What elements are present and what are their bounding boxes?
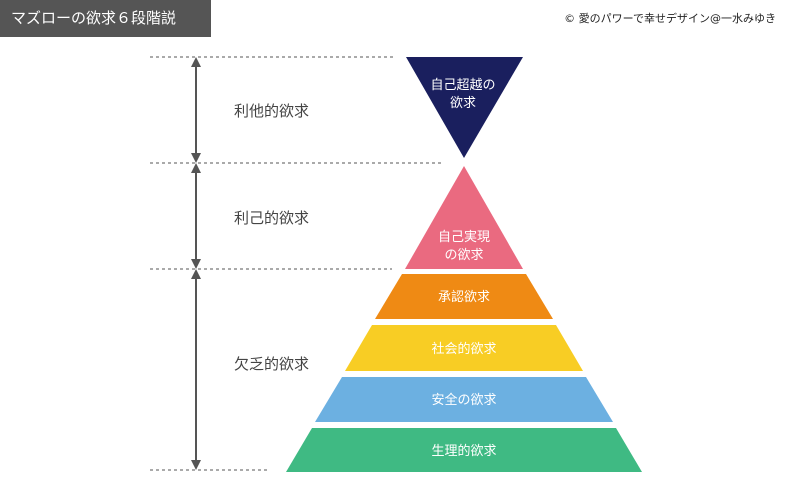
layer-label-social: 社会的欲求 — [431, 341, 496, 357]
layer-safety — [315, 377, 613, 422]
layer-label-esteem: 承認欲求 — [438, 289, 490, 305]
group-label-deficiency: 欠乏的欲求 — [234, 355, 309, 373]
layer-label-self-actualization-line2: の欲求 — [444, 247, 483, 263]
layer-label-physiological: 生理的欲求 — [431, 443, 496, 459]
group-label-altruistic: 利他的欲求 — [234, 102, 309, 120]
layer-label-safety: 安全の欲求 — [431, 392, 496, 408]
layer-label-self-transcendence-line1: 自己超越の — [430, 78, 495, 93]
diagram-title: マズローの欲求６段階説 — [0, 0, 211, 37]
layer-label-self-actualization-line1: 自己実現 — [438, 229, 490, 245]
layer-label-self-transcendence-line2: 欲求 — [450, 95, 476, 111]
layer-esteem — [375, 274, 553, 319]
layer-self-actualization — [405, 166, 523, 269]
layer-self-transcendence — [406, 57, 523, 158]
credit-text: © 愛のパワーで幸せデザイン@一水みゆき — [564, 12, 776, 25]
group-label-egoistic: 利己的欲求 — [234, 209, 309, 227]
layer-social — [345, 325, 583, 371]
layer-physiological — [286, 428, 642, 472]
